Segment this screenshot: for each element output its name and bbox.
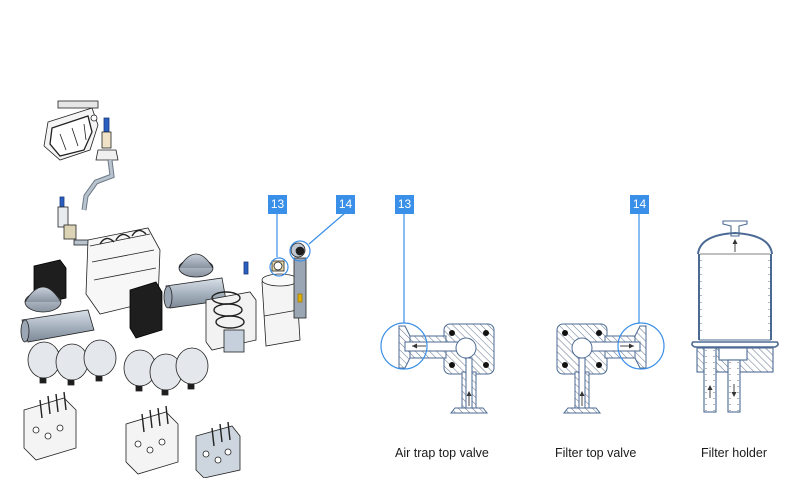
- caption-filter-top-valve: Filter top valve: [555, 446, 637, 460]
- callout-14-machine: 14: [336, 195, 355, 214]
- callout-13-machine: 13: [268, 195, 287, 214]
- callout-14-detail: 14: [630, 195, 649, 214]
- callout-13-detail: 13: [395, 195, 414, 214]
- caption-filter-holder: Filter holder: [701, 446, 767, 460]
- machine-callout-lines: [269, 212, 346, 277]
- filter-holder-section: [691, 220, 779, 413]
- filter-top-valve-section: [556, 213, 665, 414]
- isometric-machine-drawing: [20, 100, 307, 478]
- air-trap-top-valve-section: [380, 213, 495, 414]
- caption-air-trap-top-valve: Air trap top valve: [395, 446, 489, 460]
- top-sensor-module: [43, 100, 99, 161]
- bottom-valve-blocks: [23, 391, 241, 478]
